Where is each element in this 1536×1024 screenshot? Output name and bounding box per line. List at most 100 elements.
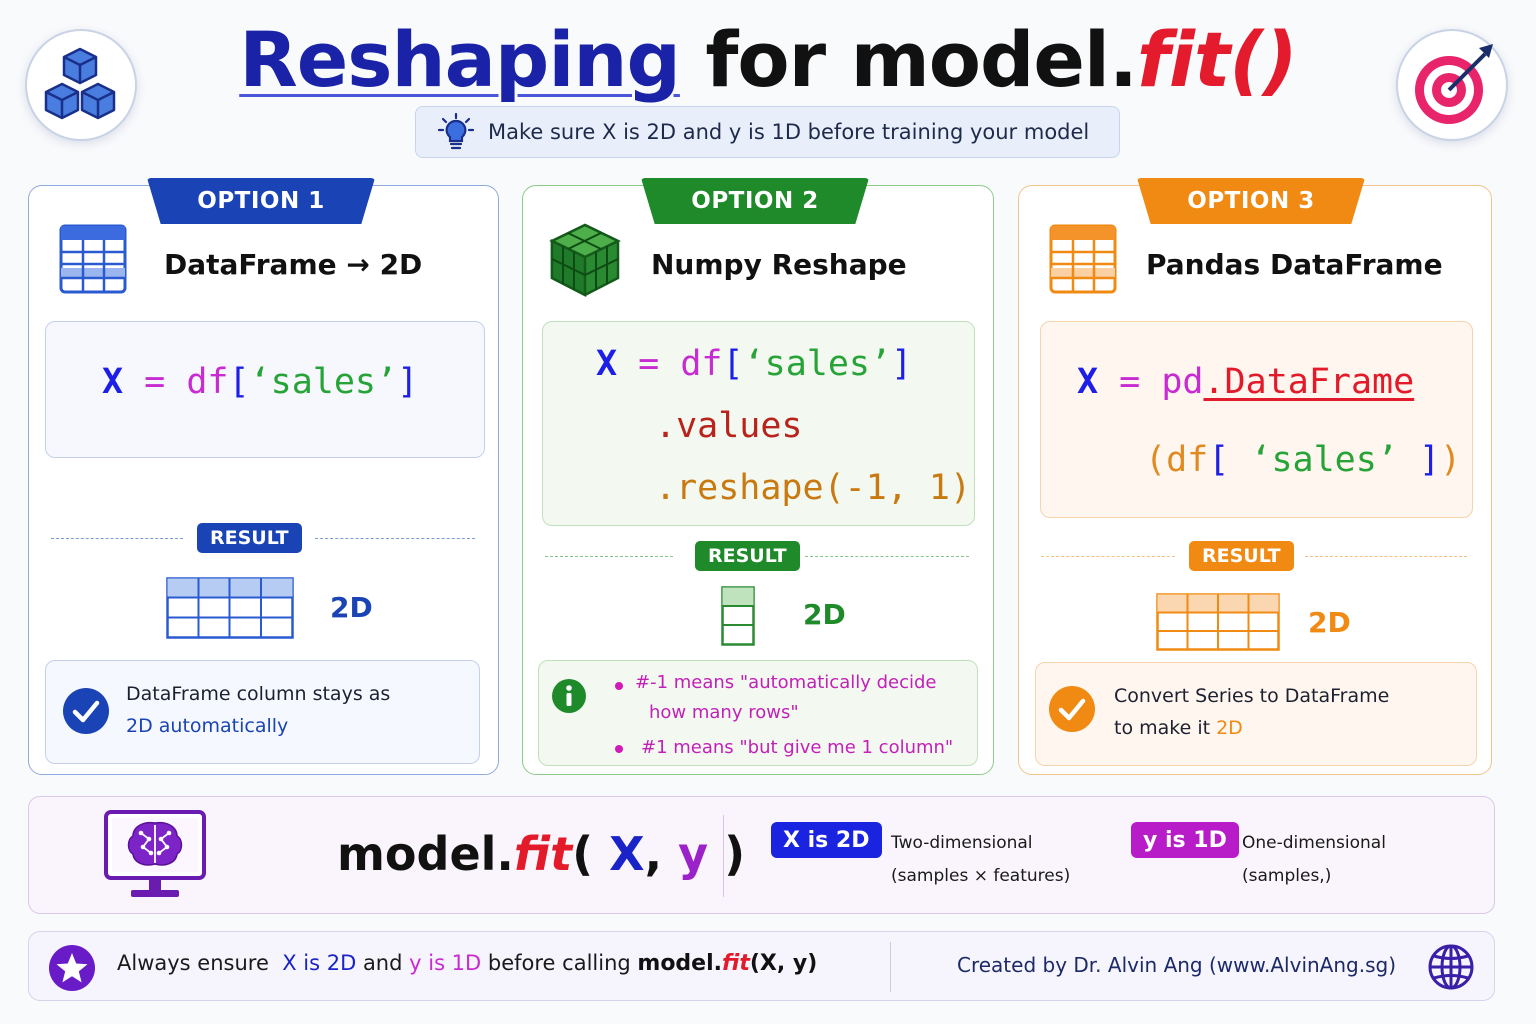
code-x: X: [1077, 362, 1099, 402]
option-1-tab: OPTION 1: [147, 178, 375, 224]
title-reshaping: Reshaping: [239, 15, 681, 104]
code-values: .values: [655, 406, 803, 446]
fit-expression: model.fit( X, y ): [337, 827, 745, 881]
fit-model: model.: [337, 827, 514, 881]
tip-banner: Make sure X is 2D and y is 1D before tra…: [415, 106, 1120, 158]
x-desc-line1: Two-dimensional: [891, 833, 1033, 853]
fit-open: (: [572, 827, 610, 881]
code-reshape: .reshape(-1, 1): [655, 468, 972, 508]
fit-fn: fit: [513, 827, 573, 881]
code-df: df: [186, 362, 229, 402]
check-circle-icon: [1049, 686, 1095, 732]
option-1-result-pill: RESULT: [197, 523, 302, 553]
footer-x2: X: [759, 951, 777, 976]
code-paren-open: (df: [1145, 440, 1209, 480]
title-fit: fit(): [1136, 15, 1298, 104]
code-paren-close: ): [1440, 440, 1462, 480]
footer-x: X is 2D: [282, 951, 357, 975]
title-for-model: for model.: [679, 15, 1137, 104]
grid-2d-icon: [1156, 593, 1280, 651]
option-1-title: DataFrame → 2D: [164, 248, 423, 281]
option-2-title: Numpy Reshape: [651, 248, 907, 281]
code-eq: =: [1119, 362, 1141, 402]
option-3-result-pill: RESULT: [1189, 541, 1294, 571]
fit-close: ): [708, 827, 746, 881]
option-1-note: DataFrame column stays as 2D automatical…: [45, 660, 480, 764]
footer-paren-close: ): [807, 951, 818, 976]
code-open: [: [722, 344, 744, 384]
page-title: Reshaping for model.fit(): [0, 14, 1536, 106]
credit-text: Created by Dr. Alvin Ang (www.AlvinAng.s…: [957, 953, 1397, 977]
fit-panel: model.fit( X, y ) X is 2D Two-dimensiona…: [28, 796, 1495, 914]
x-desc-line2: (samples × features): [891, 866, 1071, 886]
option-2-result-pill: RESULT: [695, 541, 800, 571]
info-icon: [552, 679, 586, 713]
code-str: ‘sales’: [743, 344, 892, 384]
code-eq: =: [638, 344, 660, 384]
globe-icon[interactable]: [1427, 943, 1475, 991]
footer-model: model.: [637, 951, 722, 976]
code-df: df: [680, 344, 723, 384]
code-str: ‘sales’: [1250, 440, 1398, 480]
option-1-card: OPTION 1 DataFrame → 2D X = df[‘sales’] …: [28, 178, 499, 775]
target-icon: [1415, 44, 1493, 124]
code-open: [: [228, 362, 250, 402]
option-2-note: #-1 means "automatically decide how many…: [538, 660, 978, 766]
footer-paren-open: (: [749, 951, 760, 976]
footer-fit: fit: [722, 951, 750, 976]
x-is-2d-pill: X is 2D: [771, 822, 882, 858]
code-str: ‘sales’: [249, 362, 398, 402]
star-icon: [49, 945, 95, 991]
footer-y2: y: [792, 951, 808, 976]
code-pd: pd: [1161, 362, 1204, 402]
cubes-icon: [44, 47, 116, 120]
code-x: X: [102, 362, 124, 402]
option-2-bullet1-line1: #-1 means "automatically decide: [635, 672, 937, 693]
tip-text: Make sure X is 2D and y is 1D before tra…: [488, 120, 1090, 144]
option-3-note-line2b: 2D: [1216, 717, 1243, 739]
code-close: ]: [397, 362, 419, 402]
footer: Always ensure X is 2D and y is 1D before…: [28, 931, 1495, 1001]
option-3-card: OPTION 3 Pandas DataFrame X = pd.DataFra…: [1018, 178, 1492, 775]
option-3-tab: OPTION 3: [1137, 178, 1365, 224]
fit-x: X: [609, 827, 645, 881]
code-x: X: [596, 344, 618, 384]
column-vector-icon: [721, 586, 755, 646]
option-3-result-dim: 2D: [1308, 606, 1351, 639]
table-icon: [59, 224, 127, 294]
table-icon: [1049, 224, 1117, 294]
footer-t2: and: [356, 951, 410, 975]
footer-t3: before calling: [481, 951, 638, 975]
code-eq: =: [144, 362, 166, 402]
option-3-note-line2a: to make it: [1114, 717, 1217, 739]
option-2-bullet2: #1 means "but give me 1 column": [641, 737, 954, 758]
option-2-bullet1-line2: how many rows": [649, 702, 799, 723]
option-2-tab: OPTION 2: [641, 178, 869, 224]
footer-y: y is 1D: [409, 951, 482, 975]
footer-comma: ,: [776, 951, 793, 976]
y-is-1d-pill: y is 1D: [1131, 822, 1239, 858]
target-badge: [1396, 29, 1508, 141]
fit-y: y: [678, 827, 709, 881]
footer-reminder: Always ensure X is 2D and y is 1D before…: [117, 951, 817, 976]
option-1-note-line1: DataFrame column stays as: [126, 683, 391, 705]
cube-icon: [549, 223, 621, 298]
brain-monitor-icon: [104, 810, 206, 897]
y-desc-line2: (samples,): [1242, 866, 1332, 886]
cubes-badge: [25, 29, 137, 141]
option-2-result-dim: 2D: [803, 598, 846, 631]
option-3-code: X = pd.DataFrame (df[ ‘sales’ ]): [1040, 321, 1473, 518]
code-close: ]: [891, 344, 913, 384]
lightbulb-icon: [438, 113, 474, 150]
option-3-note-line1: Convert Series to DataFrame: [1114, 685, 1390, 707]
grid-2d-icon: [166, 577, 294, 639]
option-3-title: Pandas DataFrame: [1146, 248, 1443, 281]
option-1-note-line2: 2D automatically: [126, 715, 289, 737]
check-circle-icon: [63, 688, 109, 734]
option-2-code: X = df[‘sales’] .values .reshape(-1, 1): [542, 321, 975, 526]
code-open: [: [1208, 440, 1230, 480]
option-3-note: Convert Series to DataFrame to make it 2…: [1035, 662, 1477, 766]
option-1-result-dim: 2D: [330, 591, 373, 624]
y-desc-line1: One-dimensional: [1242, 833, 1386, 853]
fit-comma: ,: [644, 827, 679, 881]
